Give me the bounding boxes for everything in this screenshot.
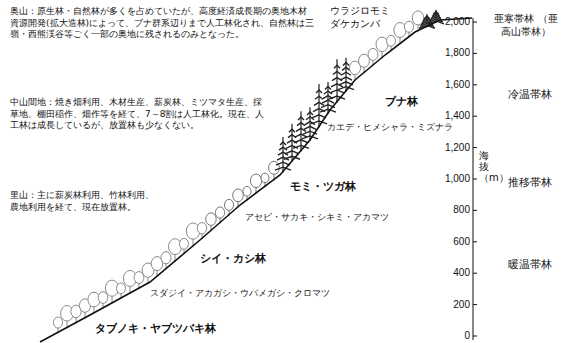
- tree-branch: [342, 67, 350, 70]
- tree-branch: [285, 151, 299, 154]
- tree-branch: [304, 126, 316, 129]
- tree-branch: [289, 129, 295, 132]
- vegetation-label: モミ・ツガ林: [290, 180, 356, 194]
- tree-crown: [250, 174, 261, 188]
- tree-branch: [312, 115, 326, 118]
- tree-crown: [412, 11, 424, 25]
- tree-branch: [280, 142, 286, 145]
- axis-tick: [473, 304, 477, 305]
- tree-branch: [295, 134, 307, 137]
- tree-crown: [404, 21, 413, 32]
- mountain-slope: [40, 18, 472, 342]
- tree-branch: [329, 96, 345, 99]
- tree-crown: [368, 48, 378, 60]
- tree-branch: [315, 96, 323, 99]
- tree-crown: [269, 161, 280, 174]
- zone-label: 暖温帯林: [508, 258, 552, 272]
- vegetation-label: シイ・カシ林: [200, 252, 266, 266]
- tree-branch: [297, 123, 305, 126]
- axis-title: 海抜（m）: [479, 150, 489, 183]
- axis-tick: [473, 179, 477, 180]
- tick-label: 200: [453, 298, 470, 311]
- axis-tick: [473, 241, 477, 242]
- axis-tick: [473, 210, 477, 211]
- tree-branch: [294, 140, 308, 143]
- axis-tick: [473, 273, 477, 274]
- species-label: カエデ・ヒメシャラ・ミズナラ: [327, 122, 453, 133]
- tree-crown: [224, 199, 233, 210]
- tree-crown: [117, 283, 126, 294]
- tree-branch: [322, 100, 334, 103]
- tick-label: 0: [464, 329, 470, 342]
- tree-branch: [307, 112, 313, 115]
- tree-branch: [279, 147, 287, 150]
- tree-branch: [298, 117, 304, 120]
- note-text: 奥山：原生林・自然林が多くを占めていたが、高度経済成長期の奥地木材資源開発(拡大…: [10, 6, 315, 41]
- tree-crown: [261, 173, 269, 183]
- axis-tick: [473, 147, 477, 148]
- tree-branch: [302, 136, 318, 139]
- tree-crown: [206, 213, 216, 226]
- tick-label: 1,200: [445, 141, 470, 154]
- tree-crown: [243, 186, 251, 196]
- tree-branch: [341, 72, 351, 75]
- tree-branch: [338, 87, 354, 90]
- tree-branch: [311, 121, 327, 124]
- tree-crown: [215, 207, 224, 218]
- tree-crown: [386, 35, 395, 46]
- zone-label: 亜寒帯林 （亜高山帯林）: [490, 12, 562, 38]
- axis-tick: [473, 336, 477, 337]
- zone-label: 冷温帯林: [508, 88, 552, 102]
- axis-tick: [473, 84, 477, 85]
- tick-label: 400: [453, 266, 470, 279]
- tick-label: 600: [453, 235, 470, 248]
- tree-branch: [293, 145, 309, 148]
- axis-tick: [473, 116, 477, 117]
- vegetation-label: ウラジロモミ ダケカンバ: [330, 4, 390, 30]
- note-text: 中山間地：焼き畑利用、木材生産、薪炭林、ミツマタ生産、採草地、棚田稲作、畑作等を…: [10, 97, 265, 132]
- tick-label: 1,800: [445, 46, 470, 59]
- note-text: 里山：主に薪炭林利用、竹林利用、農地利用を経て、現在放置林。: [10, 190, 160, 213]
- tree-crown: [233, 189, 244, 202]
- axis-tick: [473, 53, 477, 54]
- zone-label: 推移帯林: [508, 176, 552, 190]
- tree-crown: [98, 292, 108, 304]
- tree-crown: [161, 252, 171, 264]
- tree-crown: [53, 317, 62, 328]
- tree-branch: [343, 63, 349, 66]
- tree-branch: [333, 71, 341, 74]
- tree-crown: [197, 223, 206, 234]
- tick-label: 1,000: [445, 172, 470, 185]
- tree-branch: [334, 65, 340, 68]
- tree-group: [53, 10, 444, 334]
- tree-crown: [179, 238, 188, 249]
- tick-label: 800: [453, 203, 470, 216]
- vegetation-label: タブノキ・ヤブツバキ林: [95, 322, 216, 336]
- tree-branch: [275, 167, 291, 170]
- species-label: アセビ・サカキ・シキミ・アカマツ: [245, 212, 389, 224]
- tree-branch: [340, 77, 352, 80]
- tick-label: 1,400: [445, 109, 470, 122]
- axis-tick: [473, 22, 477, 23]
- species-label: スダジイ・アカガシ・ウバメガシ・クロマツ: [150, 288, 330, 300]
- tick-label: 1,600: [445, 78, 470, 91]
- tree-branch: [325, 87, 331, 90]
- tree-branch: [330, 90, 344, 93]
- tree-branch: [288, 135, 296, 138]
- tree-branch: [316, 90, 322, 93]
- vegetation-label: ブナ林: [385, 95, 418, 109]
- altitude-axis: [473, 18, 477, 340]
- tree-branch: [284, 156, 300, 159]
- tick-label: 2,000: [445, 15, 470, 28]
